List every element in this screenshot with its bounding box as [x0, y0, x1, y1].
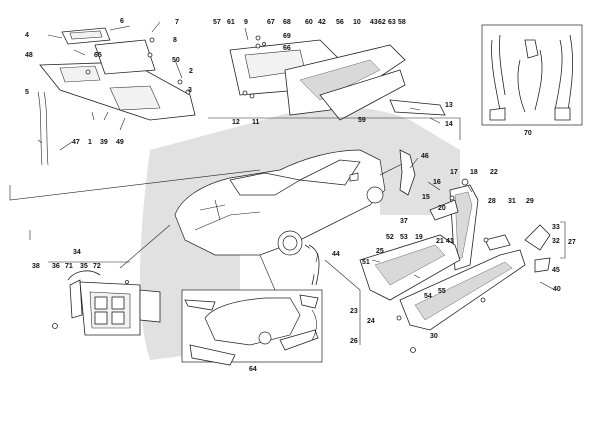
- callout-59: 59: [358, 117, 366, 124]
- callout-15: 15: [422, 194, 430, 201]
- callout-18: 18: [470, 169, 478, 176]
- callout-30: 30: [430, 333, 438, 340]
- callout-11: 11: [252, 119, 260, 126]
- callout-43: 43: [370, 19, 378, 26]
- side-sill-assembly: [359, 149, 556, 353]
- callout-23: 23: [350, 308, 358, 315]
- callout-67: 67: [267, 19, 275, 26]
- callout-10: 10: [353, 19, 361, 26]
- callout-5: 5: [25, 89, 29, 96]
- callout-38: 38: [32, 263, 40, 270]
- callout-41: 41: [446, 238, 454, 245]
- callout-1: 1: [88, 139, 92, 146]
- callout-29: 29: [526, 198, 534, 205]
- callout-36: 36: [52, 263, 60, 270]
- callout-62: 62: [378, 19, 386, 26]
- air-duct-assembly: [37, 27, 196, 166]
- callout-55: 55: [438, 288, 446, 295]
- callout-52: 52: [386, 234, 394, 241]
- callout-17: 17: [450, 169, 458, 176]
- callout-54: 54: [424, 293, 432, 300]
- callout-45: 45: [552, 267, 560, 274]
- callout-60: 60: [305, 19, 313, 26]
- callout-28: 28: [488, 198, 496, 205]
- callout-9: 9: [244, 19, 248, 26]
- callout-44: 44: [332, 251, 340, 258]
- callout-50: 50: [172, 57, 180, 64]
- callout-22: 22: [490, 169, 498, 176]
- callout-34: 34: [73, 249, 81, 256]
- callout-68: 68: [283, 19, 291, 26]
- callout-47: 47: [72, 139, 80, 146]
- callout-16: 16: [433, 179, 441, 186]
- callout-24: 24: [367, 318, 375, 325]
- callout-57: 57: [213, 19, 221, 26]
- callout-13: 13: [445, 102, 453, 109]
- callout-42: 42: [318, 19, 326, 26]
- callout-3: 3: [188, 87, 192, 94]
- callout-31: 31: [508, 198, 516, 205]
- callout-33: 33: [552, 224, 560, 231]
- callout-71: 71: [65, 263, 73, 270]
- callout-49: 49: [116, 139, 124, 146]
- inset-box-seals: [481, 24, 583, 126]
- callout-46: 46: [421, 153, 429, 160]
- callout-66: 66: [283, 45, 291, 52]
- callout-32: 32: [552, 238, 560, 245]
- callout-21: 21: [436, 238, 444, 245]
- callout-20: 20: [438, 205, 446, 212]
- callout-37: 37: [400, 218, 408, 225]
- callout-56: 56: [336, 19, 344, 26]
- callout-25: 25: [376, 248, 384, 255]
- callout-12: 12: [232, 119, 240, 126]
- callout-7: 7: [175, 19, 179, 26]
- leader-lines: [37, 21, 473, 279]
- callout-27: 27: [568, 239, 576, 246]
- callout-40: 40: [553, 286, 561, 293]
- callout-51: 51: [362, 259, 370, 266]
- callout-63: 63: [388, 19, 396, 26]
- callout-2: 2: [189, 68, 193, 75]
- callout-labels: 1 2 3 4 5 6 7 8 9 10 11 12 13 14 15 16 1…: [25, 18, 576, 373]
- underbody-panels-assembly: [229, 35, 446, 121]
- callout-53: 53: [400, 234, 408, 241]
- callout-6: 6: [120, 18, 124, 25]
- callout-39: 39: [100, 139, 108, 146]
- callout-58: 58: [398, 19, 406, 26]
- callout-69: 69: [283, 33, 291, 40]
- gasket-assembly: [52, 270, 161, 336]
- callout-14: 14: [445, 121, 453, 128]
- callout-48: 48: [25, 52, 33, 59]
- callout-19: 19: [415, 234, 423, 241]
- callout-64: 64: [249, 366, 257, 373]
- callout-35: 35: [80, 263, 88, 270]
- callout-61: 61: [227, 19, 235, 26]
- callout-70: 70: [524, 130, 532, 137]
- car-body-main: [174, 149, 386, 256]
- callout-65: 65: [94, 52, 102, 59]
- callout-8: 8: [173, 37, 177, 44]
- callout-26: 26: [350, 338, 358, 345]
- callout-72: 72: [93, 263, 101, 270]
- inset-box-car-skirts: [181, 289, 323, 366]
- callout-4: 4: [25, 32, 29, 39]
